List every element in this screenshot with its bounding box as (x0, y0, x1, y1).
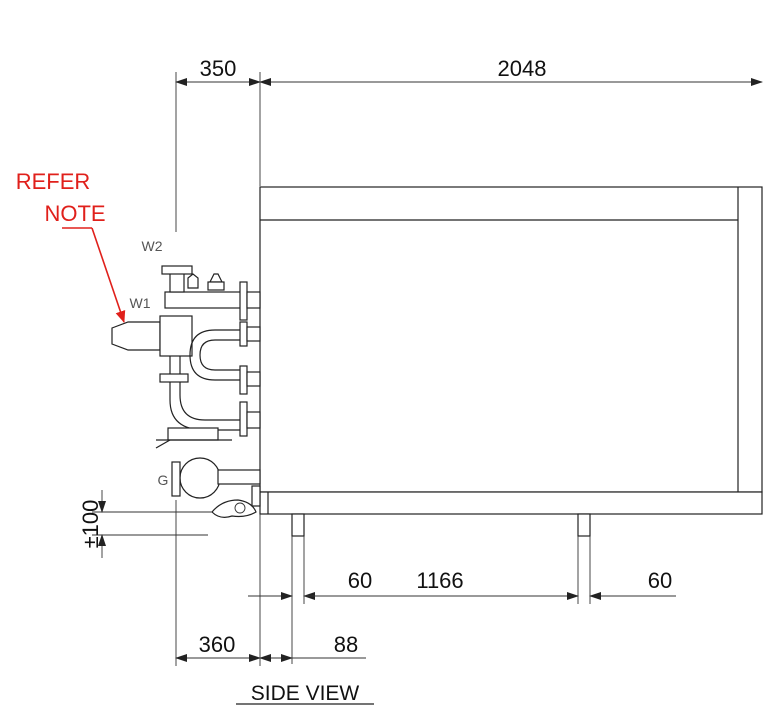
dim-2048: 2048 (498, 56, 547, 81)
label-w1: W1 (130, 295, 151, 311)
dim-60-right: 60 (648, 568, 672, 593)
dim-350: 350 (200, 56, 237, 81)
burner-assembly (111, 265, 261, 518)
note-refer: REFER (16, 169, 91, 194)
view-title: SIDE VIEW (251, 682, 360, 705)
tank-body (259, 186, 763, 493)
bottom-offset-dimension (175, 500, 366, 666)
note-note: NOTE (44, 201, 105, 226)
note-leader (62, 227, 126, 323)
dim-88: 88 (334, 632, 358, 657)
label-g: G (158, 472, 169, 488)
dim-1166: 1166 (416, 568, 463, 593)
label-w2: W2 (142, 238, 163, 254)
vertical-offset-dimension (92, 490, 212, 558)
dim-plus-minus-100: ±100 (78, 500, 103, 549)
top-dimension-lines (175, 72, 763, 232)
base-frame (259, 491, 763, 515)
dim-60-left: 60 (348, 568, 372, 593)
dim-360: 360 (199, 632, 236, 657)
support-feet (291, 513, 591, 537)
bottom-span-dimension (248, 536, 676, 664)
